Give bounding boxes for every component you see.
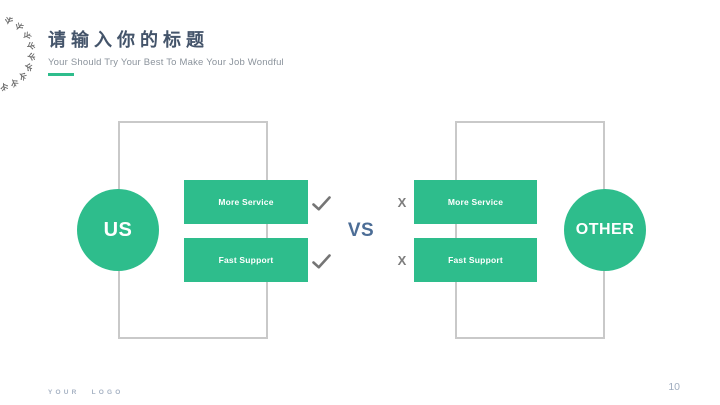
page-number: 10 (668, 381, 680, 393)
page-subtitle: Your Should Try Your Best To Make Your J… (48, 57, 284, 68)
other-circle: OTHER (564, 189, 646, 271)
check-icon (312, 254, 331, 269)
other-feature-bar: More Service (414, 180, 537, 224)
x-icon: X (397, 195, 407, 210)
wreath-icon (0, 15, 36, 92)
x-icon: X (397, 253, 407, 268)
us-feature-bar: Fast Support (184, 238, 308, 282)
us-feature-bar: More Service (184, 180, 308, 224)
vs-label: VS (347, 220, 375, 241)
check-icon (312, 196, 331, 211)
title-underline (48, 73, 74, 76)
page-title: 请输入你的标题 (48, 30, 209, 50)
footer-logo: YOUR LOGO (48, 389, 124, 396)
other-feature-bar: Fast Support (414, 238, 537, 282)
us-circle: US (77, 189, 159, 271)
header: 请输入你的标题 Your Should Try Your Best To Mak… (48, 28, 284, 76)
